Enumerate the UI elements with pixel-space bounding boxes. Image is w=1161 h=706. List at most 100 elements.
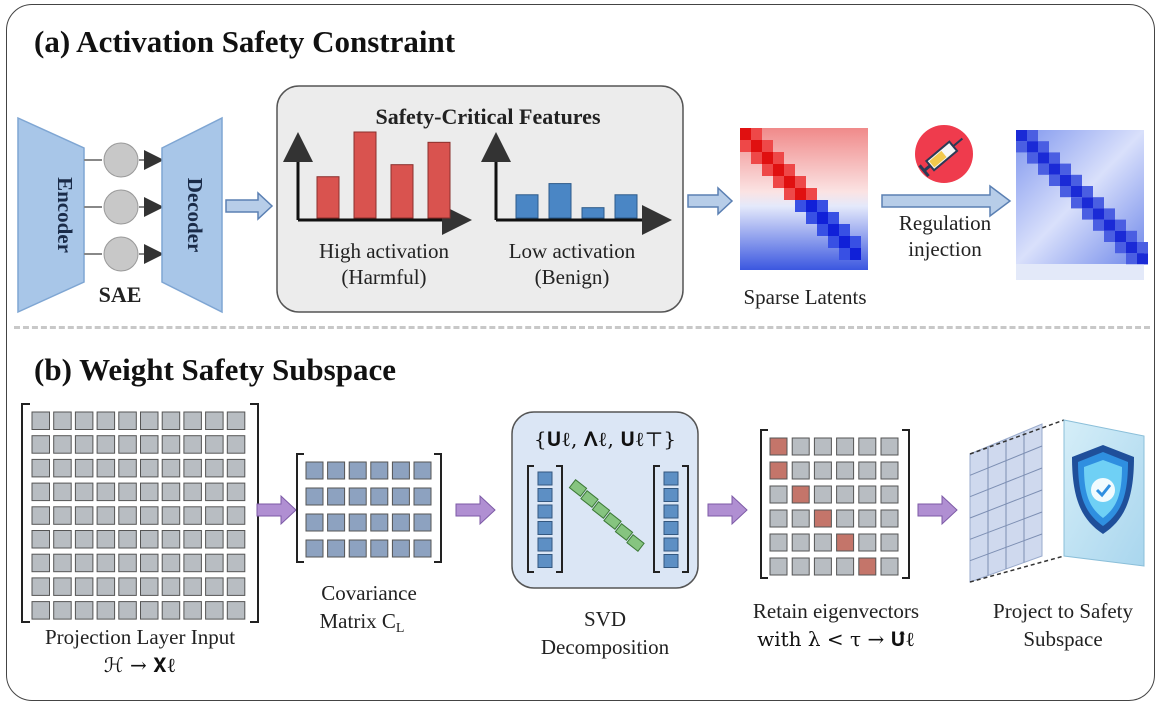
heatmap-cell [1137, 253, 1148, 265]
matrix-cell [858, 557, 877, 576]
section-divider [14, 326, 1150, 329]
matrix-cell [74, 458, 94, 478]
matrix-cell [348, 461, 367, 480]
matrix-cell [880, 533, 899, 552]
matrix-cell [205, 482, 224, 502]
svd-u-cell [537, 521, 553, 535]
arrow-cov-to-svd [455, 494, 496, 526]
decoder-label: Decoder [183, 178, 207, 253]
matrix-cell [31, 577, 50, 596]
heatmap-cell [762, 164, 773, 176]
benign-bar [515, 194, 539, 219]
matrix-cell [183, 601, 202, 620]
matrix-cell [183, 530, 202, 549]
heatmap-cell [1093, 219, 1104, 231]
heatmap-cell [1071, 197, 1082, 209]
heatmap-cell [1027, 141, 1038, 153]
matrix-cell [140, 458, 159, 478]
matrix-cell [31, 530, 50, 549]
matrix-cell [391, 487, 410, 506]
benign-bar [581, 207, 605, 219]
heatmap-cell [1038, 152, 1049, 164]
harmful-bar [316, 176, 340, 219]
retain-math: with λ < τ → 𝐔̂ℓ [757, 627, 915, 651]
sparse-latents-label: Sparse Latents [743, 285, 866, 309]
matrix-cell [161, 601, 181, 620]
matrix-cell [413, 513, 432, 532]
matrix-cell [31, 411, 50, 430]
matrix-cell [327, 487, 346, 506]
matrix-cell [161, 577, 181, 596]
matrix-cell [96, 482, 116, 502]
heatmap-cell [784, 188, 795, 200]
matrix-cell [118, 601, 137, 620]
heatmap-cell [1016, 141, 1027, 153]
matrix-cell [769, 437, 788, 456]
arrow-svd-to-retain [707, 494, 748, 526]
matrix-cell [53, 435, 72, 454]
covariance-matrix-label: Matrix CL [320, 609, 405, 636]
plane-gridline [969, 489, 1043, 519]
matrix-cell [74, 601, 94, 620]
matrix-cell [161, 530, 181, 549]
heatmap-cell [1137, 242, 1148, 254]
matrix-cell [858, 461, 877, 480]
matrix-cell [880, 509, 899, 528]
panel-a-title: (a) Activation Safety Constraint [34, 24, 456, 59]
svd-sigma-cell [568, 479, 588, 497]
heatmap-cell [784, 176, 795, 188]
matrix-cell [205, 506, 224, 525]
matrix-cell [74, 577, 94, 596]
heatmap-cell [751, 152, 762, 164]
matrix-cell [118, 530, 137, 549]
project-label: Project to Safety [993, 599, 1133, 623]
heatmap-cell [850, 236, 861, 248]
harmful-bar [427, 141, 451, 219]
matrix-cell [305, 539, 324, 558]
benign-bar [614, 194, 638, 219]
matrix-cell [53, 482, 72, 502]
svd-sigma-cell [591, 501, 611, 519]
harmful-bar [390, 164, 414, 219]
retain-label: Retain eigenvectors [753, 599, 919, 623]
regulation-label: Regulation [899, 211, 992, 235]
svd-ut-cell [663, 504, 679, 519]
matrix-cell [74, 411, 94, 430]
heatmap-cell [740, 128, 751, 140]
heatmap-cell [1082, 186, 1093, 198]
heatmap-cell [817, 212, 828, 224]
matrix-cell [791, 557, 810, 576]
heatmap-cell [1060, 174, 1071, 186]
matrix-cell [118, 458, 137, 478]
matrix-cell [74, 506, 94, 525]
matrix-cell [96, 458, 116, 478]
decoder-block [161, 116, 223, 314]
syringe-icon [915, 125, 973, 183]
matrix-cell [226, 601, 246, 620]
matrix-cell [370, 487, 389, 506]
heatmap-cell [762, 140, 773, 152]
matrix-cell [813, 461, 832, 480]
matrix-cell [118, 577, 137, 596]
heatmap-cell [1049, 152, 1060, 164]
matrix-cell [769, 509, 788, 528]
benign-chart [481, 132, 672, 235]
heatmap-cell [839, 248, 850, 260]
matrix-cell [96, 506, 116, 525]
matrix-cell [183, 411, 202, 430]
matrix-cell [858, 509, 877, 528]
matrix-cell [53, 458, 72, 478]
matrix-cell [791, 437, 810, 456]
matrix-cell [161, 411, 181, 430]
heatmap-cell [1060, 186, 1071, 198]
heatmap-cell [751, 140, 762, 152]
matrix-cell [205, 530, 224, 549]
matrix-cell [31, 482, 50, 502]
matrix-cell [813, 557, 832, 576]
matrix-cell [348, 513, 367, 532]
heatmap-cell [1082, 208, 1093, 220]
heatmap-cell [806, 212, 817, 224]
heatmap-cell [1115, 242, 1126, 254]
matrix-cell [327, 461, 346, 480]
matrix-cell [140, 553, 159, 573]
